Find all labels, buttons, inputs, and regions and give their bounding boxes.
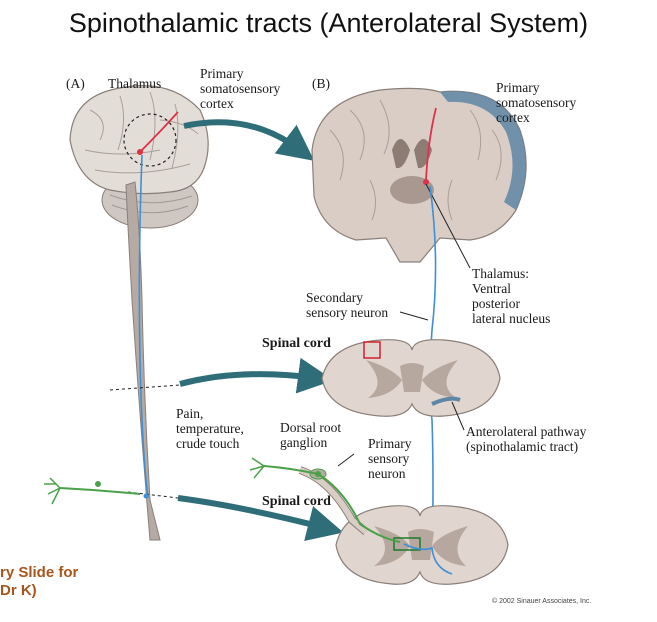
pain-temp-line3: crude touch <box>176 436 240 451</box>
dorsal-root-ganglion-label: Dorsal root ganglion <box>280 420 341 450</box>
panel-a-label: (A) <box>66 76 85 91</box>
thalamus-vpl-line2: Ventral <box>472 281 511 296</box>
arrow-to-coronal <box>183 119 315 161</box>
primary-cortex-label-a: Primary somatosensory cortex <box>200 66 280 111</box>
primary-neuron-label: Primary sensory neuron <box>368 436 412 481</box>
drg-line1: Dorsal root <box>280 420 342 435</box>
drg-line2: ganglion <box>280 435 328 450</box>
pain-temperature-label: Pain, temperature, crude touch <box>176 406 244 451</box>
primary-cortex-b-line2: somatosensory <box>496 95 577 110</box>
highlight-box <box>363 341 381 359</box>
slide-note-line2: Dr K) <box>0 582 37 599</box>
thalamus-vpl-line1: Thalamus: <box>472 266 529 281</box>
primary-cortex-b-line1: Primary <box>496 80 540 95</box>
spinal-cord-label-upper: Spinal cord <box>262 336 331 351</box>
primary-cortex-b-line3: cortex <box>496 110 530 125</box>
spinal-cord-label-lower: Spinal cord <box>262 494 331 509</box>
pain-temp-line2: temperature, <box>176 421 244 436</box>
anterolateral-line1: Anterolateral pathway <box>466 424 587 439</box>
panel-b-label: (B) <box>312 76 330 91</box>
anterolateral-pathway-label: Anterolateral pathway (spinothalamic tra… <box>466 424 586 454</box>
coronal-brain-section <box>311 87 527 269</box>
primary-cortex-a-line3: cortex <box>200 96 234 111</box>
thalamus-label: Thalamus <box>108 76 162 91</box>
secondary-neuron-pointer <box>399 311 429 321</box>
primary-cortex-label-b: Primary somatosensory cortex <box>496 80 576 125</box>
primary-cortex-a-line1: Primary <box>200 66 244 81</box>
arrow-to-cord-lower <box>177 495 344 541</box>
primary-neuron-line1: Primary <box>368 436 412 451</box>
page-title: Spinothalamic tracts (Anterolateral Syst… <box>68 8 589 38</box>
thalamus-vpl-label: Thalamus: Ventral posterior lateral nucl… <box>472 266 550 326</box>
anterolateral-line2: (spinothalamic tract) <box>466 439 579 454</box>
secondary-neuron-line1: Secondary <box>306 290 363 305</box>
spinal-cord-section-upper <box>321 339 501 431</box>
copyright-text: © 2002 Sinauer Associates, Inc. <box>492 598 592 605</box>
secondary-neuron-label: Secondary sensory neuron <box>306 290 388 320</box>
spinal-cord-section-lower <box>249 453 509 585</box>
pain-temp-line1: Pain, <box>176 406 204 421</box>
arrow-to-cord-upper <box>179 357 334 394</box>
slide-note-line1: ry Slide for <box>0 564 79 581</box>
thalamus-vpl-line3: posterior <box>472 296 520 311</box>
primary-cortex-a-line2: somatosensory <box>200 81 281 96</box>
thalamus-vpl-line4: lateral nucleus <box>472 311 551 326</box>
brain-lateral-view <box>44 85 209 541</box>
primary-neuron-line2: sensory <box>368 451 410 466</box>
slide-note: ry Slide for Dr K) <box>0 564 78 600</box>
secondary-neuron-line2: sensory neuron <box>306 305 389 320</box>
primary-neuron-line3: neuron <box>368 466 406 481</box>
